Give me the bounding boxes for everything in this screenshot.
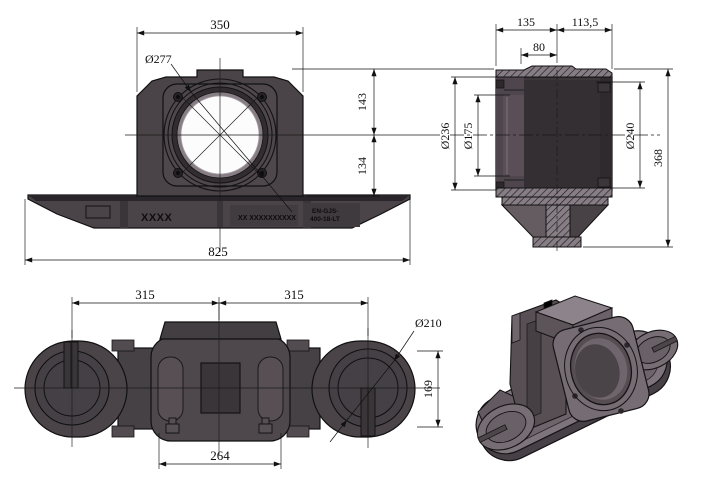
top-cap — [159, 321, 282, 340]
dim-143-label: 143 — [355, 93, 369, 111]
dim-350-label: 350 — [210, 17, 230, 32]
dim-175-label: Ø175 — [461, 123, 475, 150]
dim-80-label: 80 — [533, 40, 545, 54]
section-centerlines — [450, 70, 660, 252]
dim-134-label: 134 — [355, 157, 369, 175]
top-centerlines — [14, 303, 440, 455]
dim-135-label: 135 — [517, 15, 535, 29]
front-mark-right-2: 400-18-LT — [310, 216, 340, 223]
front-base-groove-left — [120, 201, 128, 228]
section-foot-flange — [501, 196, 609, 206]
dim-240-label: Ø240 — [623, 123, 637, 150]
iso-view — [475, 295, 679, 462]
dim-315-left-label: 315 — [135, 287, 155, 302]
dim-315s: 315 315 — [71, 287, 369, 338]
section-foot-slope-left — [500, 204, 547, 238]
front-mark-center: XX XXXXXXXXXX — [238, 215, 296, 222]
dim-240: Ø240 — [596, 81, 645, 189]
top-view: 315 315 Ø210 169 264 — [14, 287, 443, 469]
section-cavity — [524, 80, 600, 187]
dim-264-label: 264 — [210, 448, 230, 463]
front-mark-pad-center — [230, 205, 298, 226]
dim-210-label: Ø210 — [415, 316, 442, 330]
dim-277: Ø277 — [145, 52, 293, 213]
dim-368: 368 — [583, 68, 673, 248]
front-base-pad-rect — [85, 205, 111, 219]
top-slot-right — [257, 356, 284, 422]
top-clips — [111, 339, 310, 438]
dim-277-label: Ø277 — [145, 52, 172, 66]
dim-825: 825 — [24, 199, 411, 265]
front-base-top-edge — [28, 195, 410, 201]
section-foot-slope-right — [569, 204, 610, 238]
dim-315-right-label: 315 — [284, 287, 304, 302]
section-top-hatch — [495, 65, 613, 78]
section-foot-stem — [545, 204, 571, 238]
top-bottom-tabs — [165, 417, 273, 434]
dim-169: 169 — [417, 350, 443, 428]
front-centerlines — [125, 58, 440, 252]
iso-left-boss — [476, 403, 536, 451]
section-bore-wall — [503, 95, 524, 176]
iso-bore — [564, 326, 638, 412]
dim-264: 264 — [158, 433, 282, 469]
dim-350: 350 — [136, 17, 304, 92]
front-mark-left: XXXX — [141, 212, 173, 224]
front-view: XXXX XX XXXXXXXXXX EN-GJS- 400-18-LT 350… — [24, 17, 494, 265]
section-bottom-hatch — [495, 187, 613, 198]
dim-135-1135-80: 135 113,5 80 — [495, 15, 613, 69]
dim-236-label: Ø236 — [438, 123, 452, 150]
dim-825-label: 825 — [208, 244, 228, 259]
front-mark-right-1: EN-GJS- — [312, 208, 338, 215]
dim-1135-label: 113,5 — [572, 15, 599, 29]
dim-210: Ø210 — [329, 316, 442, 443]
iso-left-channel — [526, 318, 542, 420]
dim-169-label: 169 — [421, 380, 435, 398]
section-view: 135 113,5 80 Ø236 Ø175 Ø240 — [438, 15, 673, 252]
section-right-wall — [600, 77, 612, 190]
iso-prong-left — [511, 312, 521, 344]
front-mark-pad-right — [303, 203, 360, 227]
dim-368-label: 368 — [651, 149, 665, 167]
dim-175: Ø175 — [461, 94, 510, 177]
top-slot-left — [157, 356, 184, 422]
dim-236: Ø236 — [438, 76, 496, 191]
dim-143-134: 143 134 — [292, 68, 494, 197]
